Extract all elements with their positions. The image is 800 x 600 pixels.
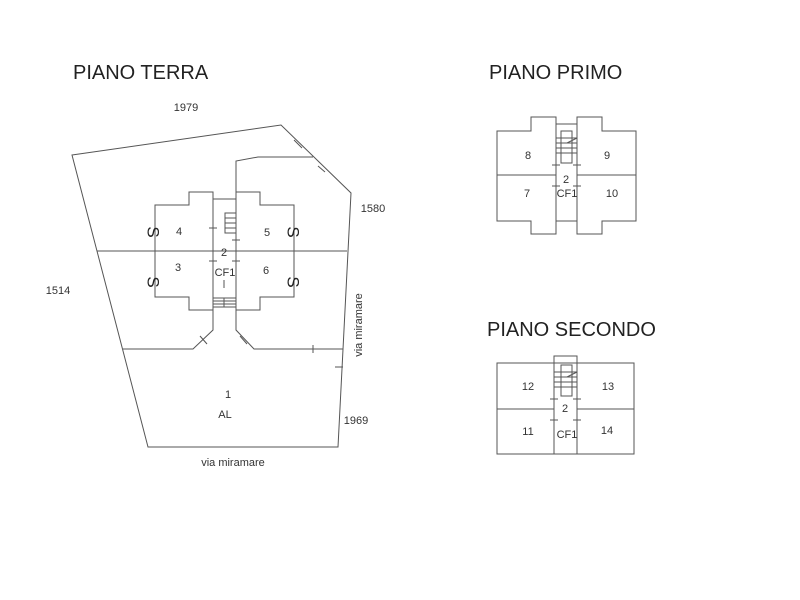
symbol-s: S — [144, 276, 163, 287]
core-code: CF1 — [215, 267, 236, 279]
unit-label: 11 — [522, 426, 533, 438]
staircase-icon — [224, 212, 237, 234]
right-yard-line — [235, 156, 343, 350]
core-code: CF1 — [557, 188, 578, 200]
unit-label: 14 — [601, 425, 613, 437]
unit-label: 10 — [606, 188, 618, 200]
core-number: 2 — [562, 403, 568, 415]
first-floor-plan: 8 9 2 7 CF1 10 — [496, 116, 637, 235]
title-piano-secondo: PIANO SECONDO — [487, 319, 656, 341]
parcel-1580: 1580 — [361, 203, 385, 215]
staircase-icon — [554, 364, 578, 397]
unit-label: 8 — [525, 150, 531, 162]
unit-label: 5 — [264, 227, 270, 239]
unit-label: 6 — [263, 265, 269, 277]
symbol-s: S — [284, 226, 303, 237]
lot-boundary — [71, 124, 352, 448]
title-piano-terra: PIANO TERRA — [73, 62, 209, 84]
yard-number: 1 — [225, 389, 231, 401]
core-number: 2 — [221, 247, 227, 259]
symbol-s: S — [144, 226, 163, 237]
parcel-1514: 1514 — [46, 285, 70, 297]
parcel-1979: 1979 — [174, 102, 198, 114]
yard-code: AL — [218, 409, 231, 421]
stair-core — [553, 355, 578, 455]
unit-label: 4 — [176, 226, 182, 238]
unit-label: 13 — [602, 381, 614, 393]
second-floor-plan: 12 13 2 11 CF1 14 — [496, 355, 635, 455]
parcel-1969: 1969 — [344, 415, 368, 427]
unit-label: 12 — [522, 381, 534, 393]
unit-label: 7 — [524, 188, 530, 200]
left-building — [123, 191, 214, 350]
unit-label: 3 — [175, 262, 181, 274]
right-building — [236, 191, 295, 311]
ground-floor-plan: S S S S 4 5 2 3 CF1 6 1 AL 1979 1580 151… — [46, 102, 385, 469]
street-label-bottom: via miramare — [201, 457, 265, 469]
street-label-right: via miramare — [353, 293, 365, 357]
staircase-icon — [556, 130, 578, 164]
core-code: CF1 — [557, 429, 578, 441]
left-wing — [496, 116, 557, 235]
symbol-s: S — [284, 276, 303, 287]
right-wing — [576, 116, 637, 235]
core-number: 2 — [563, 174, 569, 186]
unit-label: 9 — [604, 150, 610, 162]
title-piano-primo: PIANO PRIMO — [489, 62, 622, 84]
